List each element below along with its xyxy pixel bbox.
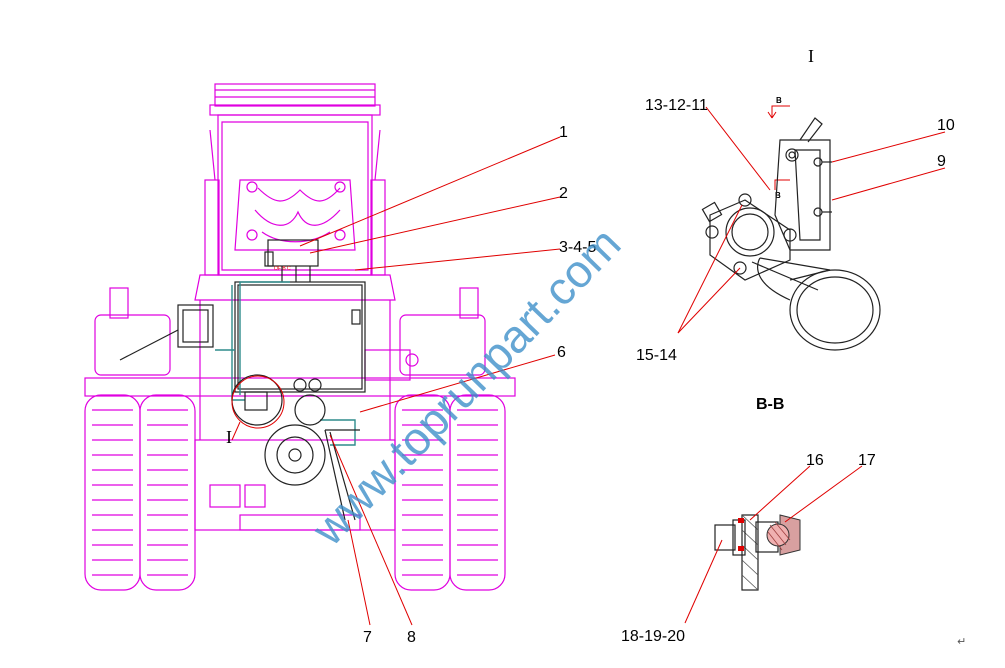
callout-13-12-11: 13-12-11 bbox=[645, 97, 708, 114]
callout-9: 9 bbox=[937, 153, 946, 170]
detail-view-I: I B B 13 bbox=[636, 46, 955, 364]
callout-3-4-5: 3-4-5 bbox=[559, 239, 596, 256]
callout-1: 1 bbox=[559, 124, 568, 141]
callout-18-19-20: 18-19-20 bbox=[621, 628, 685, 645]
callout-10: 10 bbox=[937, 117, 955, 134]
callout-8: 8 bbox=[407, 629, 416, 646]
callout-15-14: 15-14 bbox=[636, 347, 677, 364]
callout-17: 17 bbox=[858, 452, 876, 469]
right-tires bbox=[394, 394, 506, 591]
valve-port-labels: OF B C bbox=[274, 266, 291, 272]
section-arrow-bottom: B bbox=[775, 191, 781, 200]
machine-rear-view: OF B C bbox=[84, 83, 516, 591]
callout-6: 6 bbox=[557, 344, 566, 361]
section-arrow-top: B bbox=[776, 96, 782, 105]
callout-7: 7 bbox=[363, 629, 372, 646]
section-title: B-B bbox=[756, 396, 784, 413]
main-leaders bbox=[299, 136, 561, 626]
callout-2: 2 bbox=[559, 185, 568, 202]
watermark: www.toprunpart.com bbox=[301, 217, 630, 555]
return-mark: ↵ bbox=[957, 635, 966, 648]
section-B-B: B-B 16 17 18-19-20 bbox=[621, 396, 876, 645]
main-callouts: 1 2 3-4-5 6 7 8 bbox=[363, 124, 596, 646]
cab bbox=[204, 83, 386, 276]
detail-circle bbox=[231, 375, 285, 429]
left-tires bbox=[84, 394, 196, 591]
callout-16: 16 bbox=[806, 452, 824, 469]
detail-mark-main: I bbox=[226, 427, 232, 447]
hydraulic-tank: OF B C bbox=[234, 239, 366, 393]
detail-mark-top: I bbox=[808, 46, 814, 66]
